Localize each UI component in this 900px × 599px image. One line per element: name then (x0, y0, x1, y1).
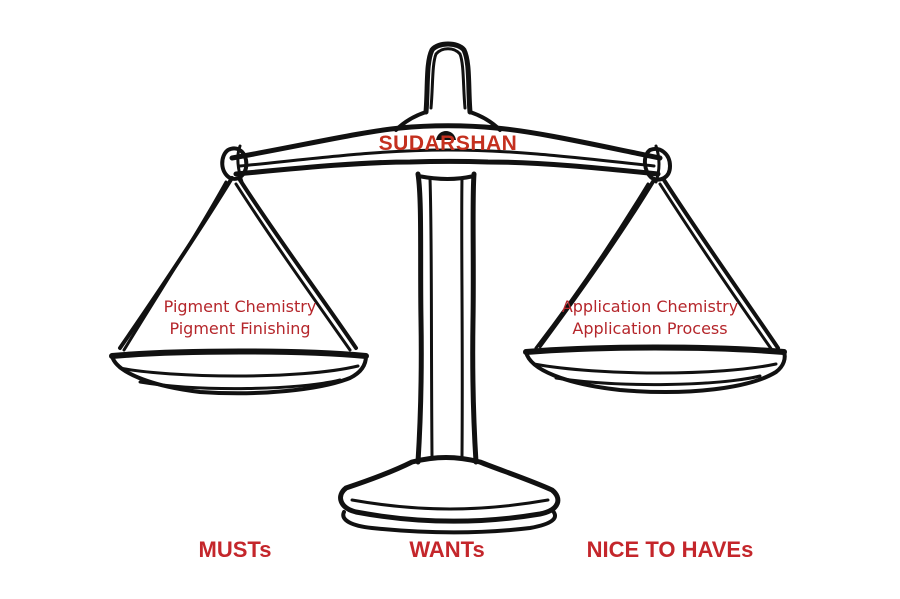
right-pan-line-1: Application Chemistry (561, 297, 739, 316)
label-wants: WANTs (409, 537, 485, 562)
left-pan-text: Pigment Chemistry Pigment Finishing (150, 296, 330, 340)
brand-logo: SUDARSHAN (372, 132, 524, 156)
left-pan-line-1: Pigment Chemistry (163, 297, 317, 316)
right-pan (523, 344, 787, 394)
scale-pillar (415, 171, 479, 465)
label-musts: MUSTs (198, 537, 272, 562)
right-pan-chains (534, 178, 780, 352)
right-pan-text: Application Chemistry Application Proces… (555, 296, 745, 340)
label-nice-to-haves: NICE TO HAVEs (586, 537, 754, 562)
brand-logo-text: SUDARSHAN (378, 132, 518, 155)
logo-arc-icon (436, 131, 456, 140)
scale-finial (394, 41, 502, 132)
scale-beam (220, 123, 672, 184)
left-pan (109, 348, 369, 396)
right-pan-line-2: Application Process (572, 319, 728, 338)
left-pan-line-2: Pigment Finishing (169, 319, 311, 338)
left-pan-chains (118, 176, 358, 352)
scale-base (338, 455, 561, 535)
